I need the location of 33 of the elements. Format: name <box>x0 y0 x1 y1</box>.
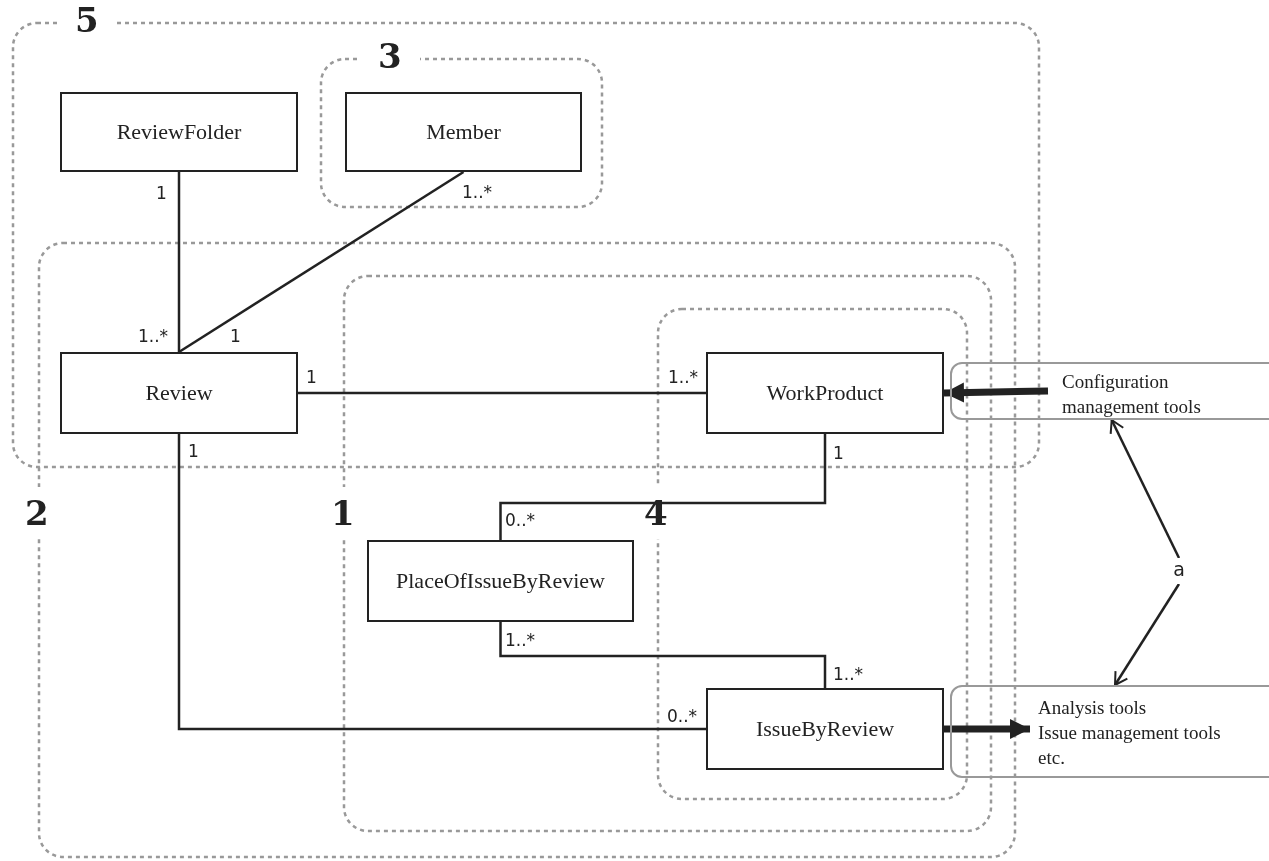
association-line <box>499 434 827 540</box>
multiplicity-label: 1 <box>188 441 199 461</box>
multiplicity-label: 1 <box>306 367 317 387</box>
multiplicity-label: 1..* <box>462 182 493 202</box>
class-box: WorkProduct <box>706 352 944 434</box>
association-line <box>177 172 181 352</box>
tool-text: etc. <box>1038 746 1066 770</box>
multiplicity-label: 1..* <box>833 664 864 684</box>
region-number: 2 <box>25 487 49 539</box>
association-line <box>499 622 827 688</box>
tool-box <box>950 685 1269 778</box>
multiplicity-label: 1..* <box>668 367 699 387</box>
arrow <box>1113 583 1181 686</box>
association-line <box>298 391 706 395</box>
class-box: Member <box>345 92 582 172</box>
multiplicity-label: 1 <box>156 183 167 203</box>
tool-box: Configuration management tools <box>950 362 1269 420</box>
association-line <box>178 170 465 354</box>
class-box: Review <box>60 352 298 434</box>
multiplicity-label: 1 <box>230 326 241 346</box>
class-box: PlaceOfIssueByReview <box>367 540 634 622</box>
multiplicity-label: 0..* <box>505 510 536 530</box>
tool-text: Analysis tools <box>1038 696 1148 720</box>
multiplicity-label: 1..* <box>138 326 169 346</box>
multiplicity-label: 1 <box>833 443 844 463</box>
class-box: IssueByReview <box>706 688 944 770</box>
tool-text: Issue management tools <box>1038 721 1222 745</box>
multiplicity-label: 1..* <box>505 630 536 650</box>
association-line <box>177 434 706 731</box>
class-box: ReviewFolder <box>60 92 298 172</box>
arrow <box>1109 419 1181 559</box>
thick-arrow <box>943 382 1049 403</box>
multiplicity-label: 0..* <box>667 706 698 726</box>
